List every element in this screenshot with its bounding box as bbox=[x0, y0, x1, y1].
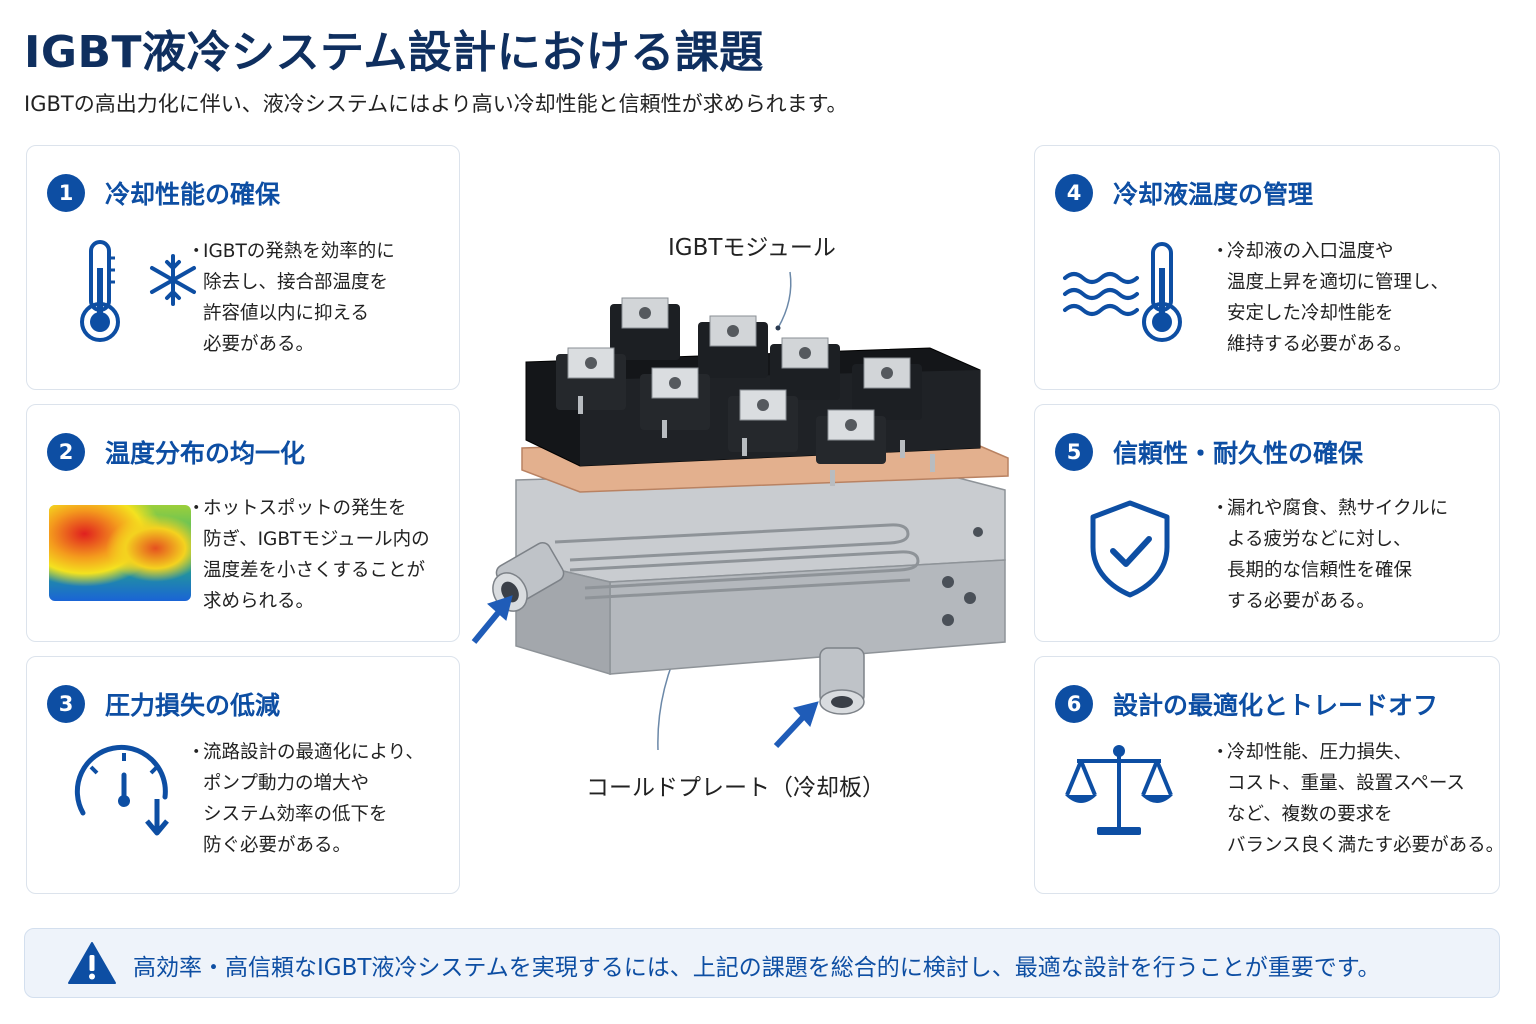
card-number: 1 bbox=[47, 174, 85, 212]
thermometer-snowflake-icon bbox=[80, 240, 196, 342]
footer-banner: 高効率・高信頼なIGBT液冷システムを実現するには、上記の課題を総合的に検討し、… bbox=[24, 928, 1500, 998]
card-number: 5 bbox=[1055, 433, 1093, 471]
card-title: 温度分布の均一化 bbox=[105, 439, 306, 468]
card-title: 信頼性・耐久性の確保 bbox=[1113, 439, 1364, 468]
card-body: ・ 冷却液の入口温度や 温度上昇を適切に管理し、 安定した冷却性能を 維持する必… bbox=[1211, 241, 1450, 355]
card-body: ・ IGBTの発熱を効率的に 除去し、接合部温度を 許容値以内に抑える 必要があ… bbox=[187, 241, 395, 355]
footer-text: 高効率・高信頼なIGBT液冷システムを実現するには、上記の課題を総合的に検討し、… bbox=[133, 955, 1381, 981]
card-title: 圧力損失の低減 bbox=[105, 691, 281, 720]
card-reliability: 5 信頼性・耐久性の確保 ・ 漏れや腐食、熱サイクルに よる疲労などに対し、 長… bbox=[1034, 404, 1500, 642]
card-title: 冷却液温度の管理 bbox=[1113, 180, 1314, 209]
module-label: IGBTモジュール bbox=[668, 235, 836, 261]
heatmap-icon bbox=[49, 505, 191, 601]
card-number: 3 bbox=[47, 685, 85, 723]
page-title: IGBT液冷システム設計における課題 bbox=[24, 27, 764, 78]
card-number: 6 bbox=[1055, 685, 1093, 723]
card-title: 設計の最適化とトレードオフ bbox=[1113, 691, 1439, 720]
shield-check-icon bbox=[1090, 500, 1170, 598]
plate-label: コールドプレート（冷却板） bbox=[586, 775, 885, 801]
card-body: ・ 漏れや腐食、熱サイクルに よる疲労などに対し、 長期的な信頼性を確保 する必… bbox=[1211, 498, 1449, 612]
igbt-cold-plate-illustration bbox=[471, 271, 1009, 751]
card-title: 冷却性能の確保 bbox=[105, 180, 281, 209]
page-subtitle: IGBTの高出力化に伴い、液冷システムにはより高い冷却性能と信頼性が求められます… bbox=[24, 92, 848, 116]
balance-scale-icon bbox=[1065, 745, 1173, 835]
card-number: 2 bbox=[47, 433, 85, 471]
card-body: ・ ホットスポットの発生を 防ぎ、IGBTモジュール内の 温度差を小さくすること… bbox=[187, 498, 430, 612]
pressure-gauge-icon bbox=[74, 744, 169, 836]
card-body: ・ 冷却性能、圧力損失、 コスト、重量、設置スペース など、複数の要求を バラン… bbox=[1211, 742, 1505, 856]
waves-thermometer-icon bbox=[1063, 242, 1182, 342]
card-temperature-uniformity: 2 温度分布の均一化 ・ ホットスポットの発生を bbox=[26, 404, 460, 642]
card-body: ・ 流路設計の最適化により、 ポンプ動力の増大や システム効率の低下を 防ぐ必要… bbox=[187, 742, 424, 856]
card-cooling-performance: 1 冷却性能の確保 ・ IGBTの発熱を効率的に 除去し、接合部温度を 許容値以… bbox=[26, 145, 460, 390]
card-design-tradeoff: 6 設計の最適化とトレードオフ ・ 冷却性能、圧力損失、 コスト、重量、設置スペ… bbox=[1034, 656, 1504, 894]
warning-icon bbox=[68, 942, 116, 984]
card-coolant-temperature: 4 冷却液温度の管理 ・ 冷却液の入口温度や 温度上昇を適切に管理し、 安定した… bbox=[1034, 145, 1500, 390]
card-number: 4 bbox=[1055, 174, 1093, 212]
card-pressure-loss: 3 圧力損失の低減 ・ 流路設計の最適化により、 ポンプ動力の増大や システム効… bbox=[26, 656, 460, 894]
